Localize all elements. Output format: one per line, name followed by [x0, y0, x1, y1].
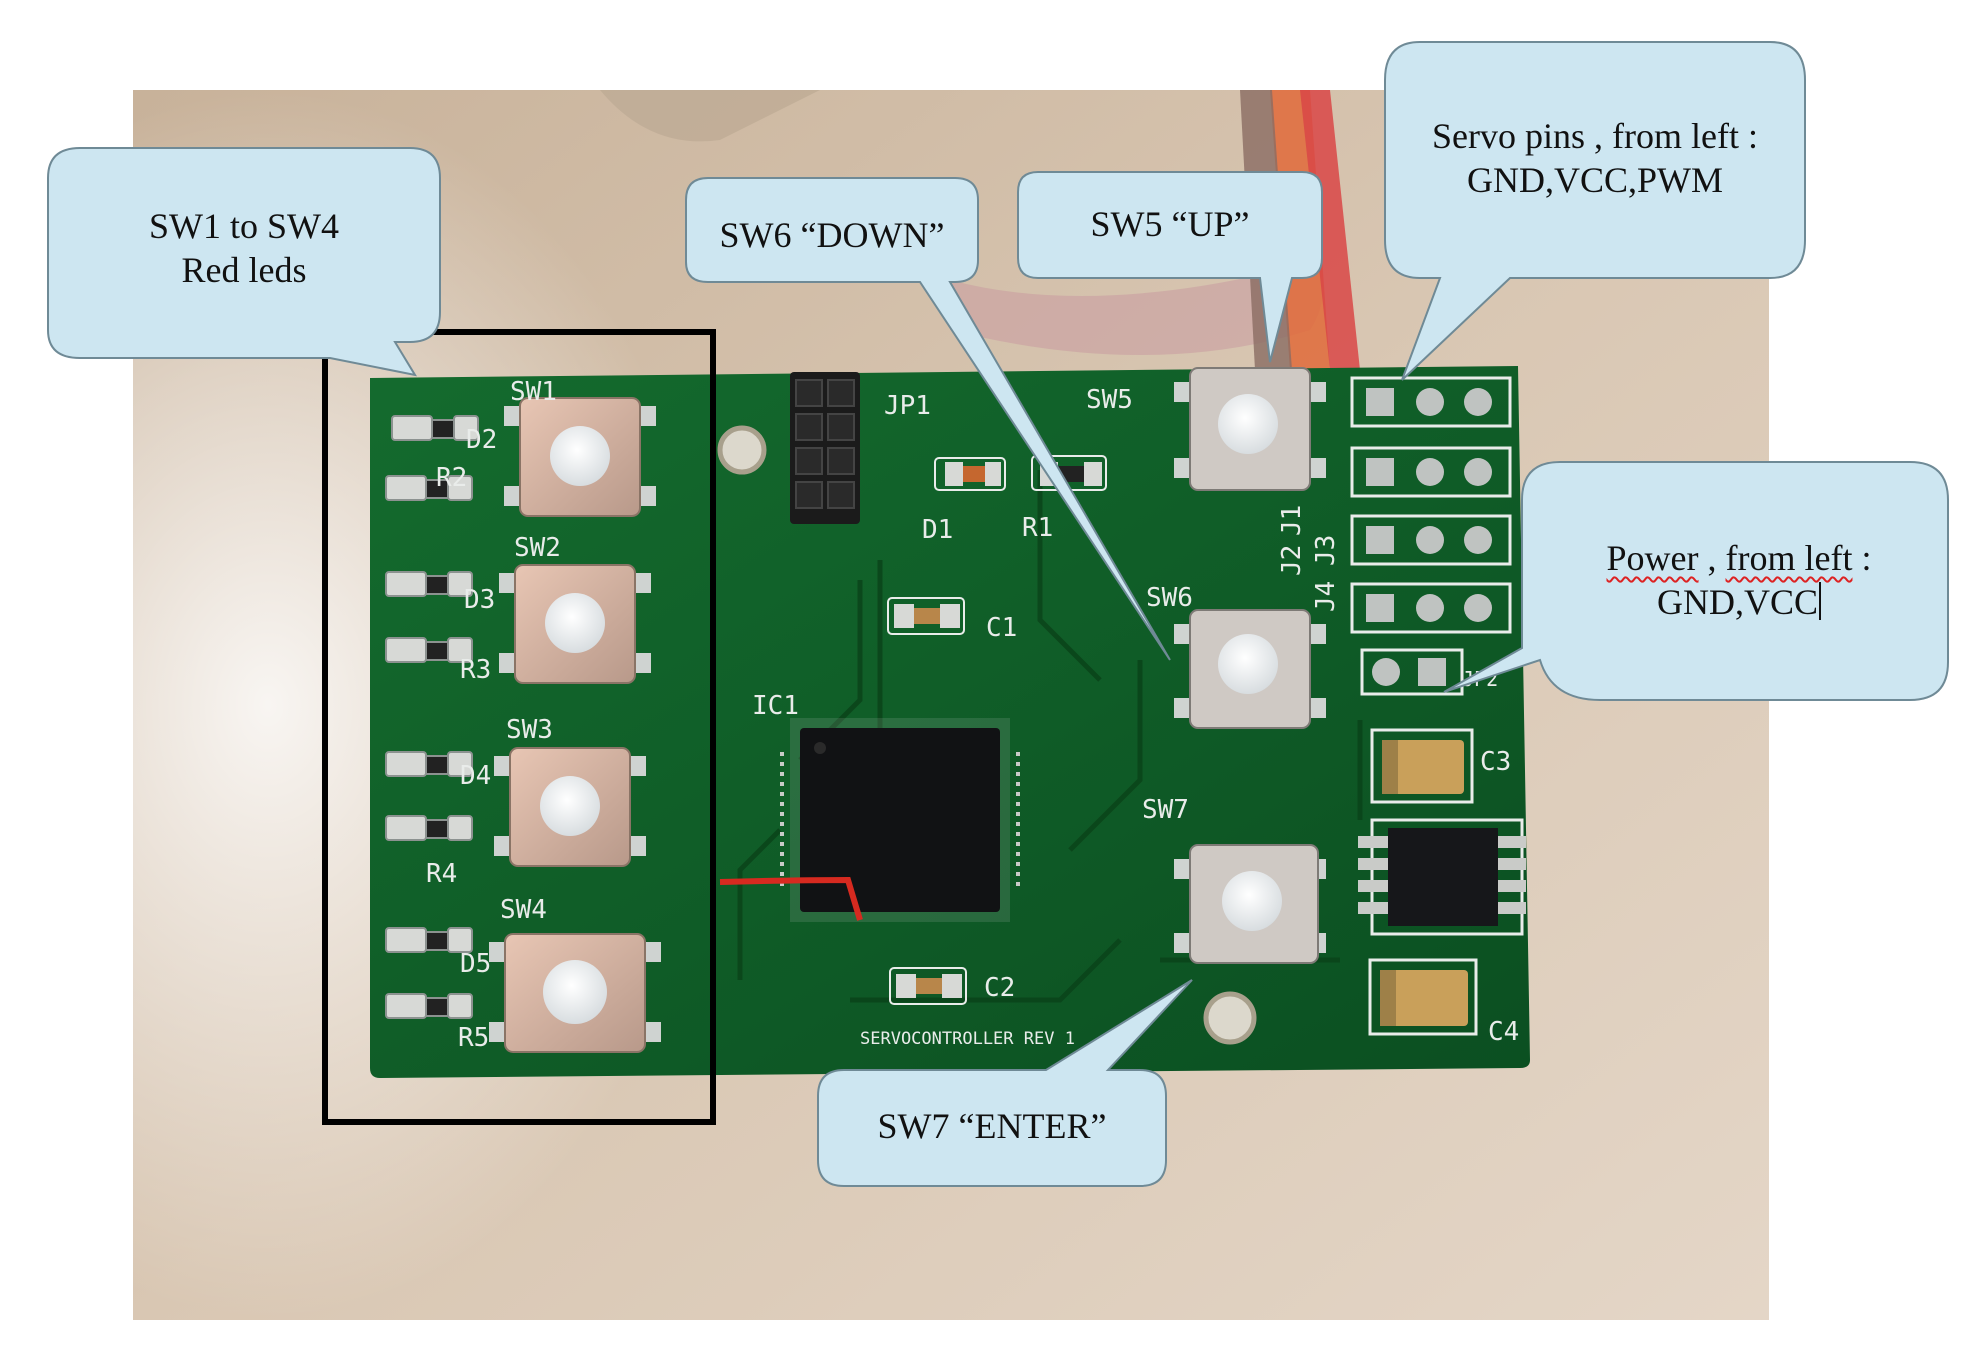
switch-sw3 — [494, 747, 646, 867]
label-r2: R2 — [436, 463, 467, 493]
switch-sw6 — [1174, 609, 1326, 729]
mounting-hole — [1203, 991, 1257, 1045]
red-jumper-wire — [719, 876, 863, 921]
tactile-switches — [489, 367, 1326, 1053]
ic1-microcontroller — [780, 718, 1020, 922]
callout-power-line1: Power , from left : — [1606, 538, 1872, 578]
label-d1: D1 — [922, 515, 953, 545]
callout-sw6-text: SW6 “DOWN” — [719, 215, 945, 255]
label-d5: D5 — [460, 949, 491, 979]
label-sw5: SW5 — [1086, 385, 1133, 415]
callout-servo-line2: GND,VCC,PWM — [1466, 160, 1724, 200]
switch-sw4 — [489, 933, 661, 1053]
jp1-header — [790, 372, 860, 524]
callout-bubble-power — [1443, 461, 1949, 701]
label-d4: D4 — [460, 761, 491, 791]
callout-power-line2: GND,VCC — [1530, 580, 1948, 624]
label-c1: C1 — [986, 613, 1017, 643]
label-j1: J1 — [1277, 505, 1307, 536]
switch-sw1 — [504, 397, 656, 517]
label-r5: R5 — [458, 1023, 489, 1053]
mounting-hole — [717, 425, 767, 475]
label-sw2: SW2 — [514, 533, 561, 563]
silkscreen-labels: SW1 SW2 SW3 SW4 SW5 SW6 SW7 D2 R2 D3 R3 … — [426, 377, 1519, 1053]
callout-sw5: SW5 “UP” — [1018, 202, 1322, 246]
label-c4: C4 — [1488, 1017, 1519, 1047]
label-r3: R3 — [460, 655, 491, 685]
callout-servo-line1: Servo pins , from left : — [1432, 116, 1758, 156]
cable-wires — [950, 260, 1324, 355]
label-j4: J4 — [1311, 581, 1341, 612]
callout-power-word2: from left — [1725, 538, 1853, 578]
callout-sw1-sw4-line2: Red leds — [181, 250, 307, 290]
capacitors — [1368, 728, 1478, 1036]
callout-bubble-sw6 — [685, 177, 1171, 661]
label-j2: J2 — [1277, 545, 1307, 576]
callout-servo: Servo pins , from left : GND,VCC,PWM — [1385, 114, 1805, 202]
callout-bubble-servo — [1384, 41, 1806, 381]
label-board-name: SERVOCONTROLLER REV 1 — [860, 1029, 1075, 1049]
label-d3: D3 — [464, 585, 495, 615]
label-sw3: SW3 — [506, 715, 553, 745]
label-sw6: SW6 — [1146, 583, 1193, 613]
servo-wire-red — [1300, 90, 1360, 370]
led-resistor-pads — [385, 415, 479, 1019]
label-r1: R1 — [1022, 513, 1053, 543]
switch-sw2 — [499, 564, 651, 684]
callout-sw7-text: SW7 “ENTER” — [877, 1106, 1107, 1146]
callout-sw1-sw4-line1: SW1 to SW4 — [148, 206, 339, 246]
servo-headers — [1350, 376, 1512, 696]
switch-group-highlight-box — [322, 329, 716, 1125]
label-sw7: SW7 — [1142, 795, 1189, 825]
callout-bubbles — [47, 41, 1949, 1187]
label-r4: R4 — [426, 859, 457, 889]
label-jp1: JP1 — [884, 391, 931, 421]
label-d2: D2 — [466, 425, 497, 455]
text-cursor — [1819, 582, 1821, 620]
callout-bubble-sw5 — [1017, 171, 1323, 363]
label-ic1: IC1 — [752, 691, 799, 721]
callout-sw1-sw4: SW1 to SW4 Red leds — [48, 204, 440, 292]
callout-power: Power , from left : GND,VCC — [1530, 536, 1948, 624]
callout-bubble-sw7 — [817, 979, 1193, 1187]
callout-sw6: SW6 “DOWN” — [686, 213, 978, 257]
label-sw1: SW1 — [510, 377, 557, 407]
callout-sw7: SW7 “ENTER” — [818, 1104, 1166, 1148]
callout-sw5-text: SW5 “UP” — [1090, 204, 1250, 244]
switch-sw5 — [1174, 367, 1326, 491]
regulator-chip — [1358, 818, 1526, 936]
ic1-body — [800, 728, 1000, 912]
callout-bubble-sw1-sw4 — [47, 147, 441, 377]
label-j3: J3 — [1311, 535, 1341, 566]
small-smd-components — [887, 455, 1107, 1005]
label-sw4: SW4 — [500, 895, 547, 925]
cable-blur — [600, 90, 820, 142]
label-c3: C3 — [1480, 747, 1511, 777]
callout-power-word1: Power — [1606, 538, 1699, 578]
switch-sw7 — [1174, 844, 1326, 964]
label-c2: C2 — [984, 973, 1015, 1003]
